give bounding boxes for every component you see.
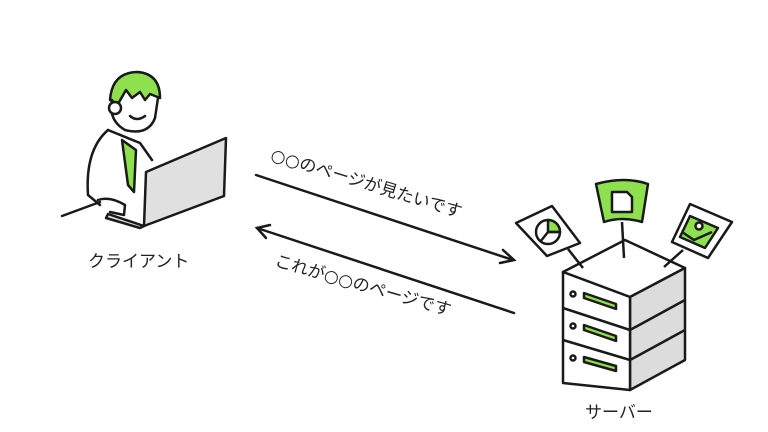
server-label: サーバー	[585, 403, 653, 423]
server-icon	[561, 221, 687, 392]
laptop-icon	[104, 136, 228, 230]
image-card-icon	[670, 202, 734, 260]
response-arrow	[254, 223, 516, 315]
request-arrow	[254, 173, 517, 265]
client-person-icon	[60, 70, 162, 218]
document-icon	[594, 178, 650, 224]
pie-chart-card-icon	[514, 204, 582, 258]
client-label: クライアント	[88, 252, 190, 272]
